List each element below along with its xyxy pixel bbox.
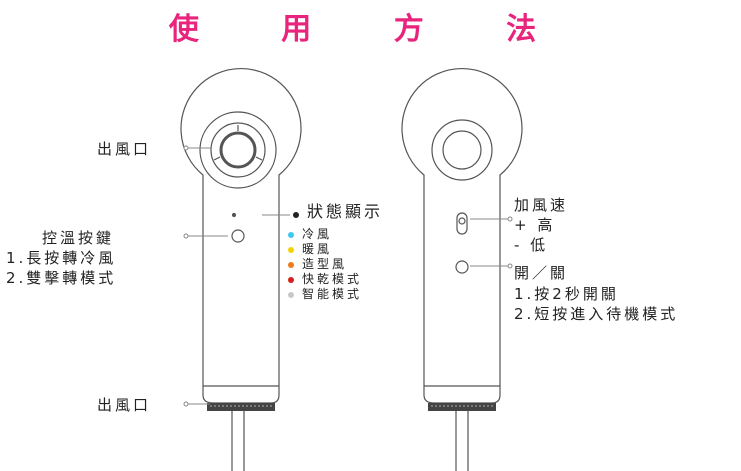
legend-item: 快乾模式: [288, 273, 362, 286]
warm-air-dot-icon: [288, 246, 294, 253]
power-line1: 1.按2秒開關: [514, 285, 619, 303]
legend-label: 快乾模式: [302, 272, 363, 286]
styling-air-dot-icon: [288, 261, 294, 268]
quick-dry-dot-icon: [288, 276, 294, 283]
legend-label: 智能模式: [302, 287, 363, 301]
status-display-label: 狀態顯示: [307, 202, 384, 221]
speed-title: 加風速: [514, 196, 569, 214]
legend-item: 智能模式: [288, 288, 362, 301]
legend-label: 暖風: [302, 242, 333, 256]
legend-item: 冷風: [288, 228, 332, 241]
outlet-bottom-label: 出風口: [97, 396, 152, 414]
status-indicator-icon: [293, 212, 299, 218]
outlet-top-label: 出風口: [97, 140, 152, 158]
left-device: [180, 67, 302, 471]
legend-label: 造型風: [302, 257, 348, 271]
right-device: [401, 67, 523, 471]
legend-item: 造型風: [288, 258, 347, 271]
cool-air-dot-icon: [288, 231, 294, 238]
power-title: 開／關: [514, 264, 569, 282]
temp-button-line2: 2.雙擊轉模式: [6, 269, 117, 287]
speed-high: + 高: [514, 216, 556, 234]
speed-low: - 低: [514, 236, 549, 254]
legend-item: 暖風: [288, 243, 332, 256]
power-line2: 2.短按進入待機模式: [514, 305, 679, 323]
temp-button-line1: 1.長按轉冷風: [6, 249, 117, 267]
legend-label: 冷風: [302, 227, 333, 241]
temp-button-title: 控溫按鍵: [42, 229, 115, 247]
smart-mode-dot-icon: [288, 291, 294, 298]
page-title: 使 用 方 法: [168, 12, 573, 47]
